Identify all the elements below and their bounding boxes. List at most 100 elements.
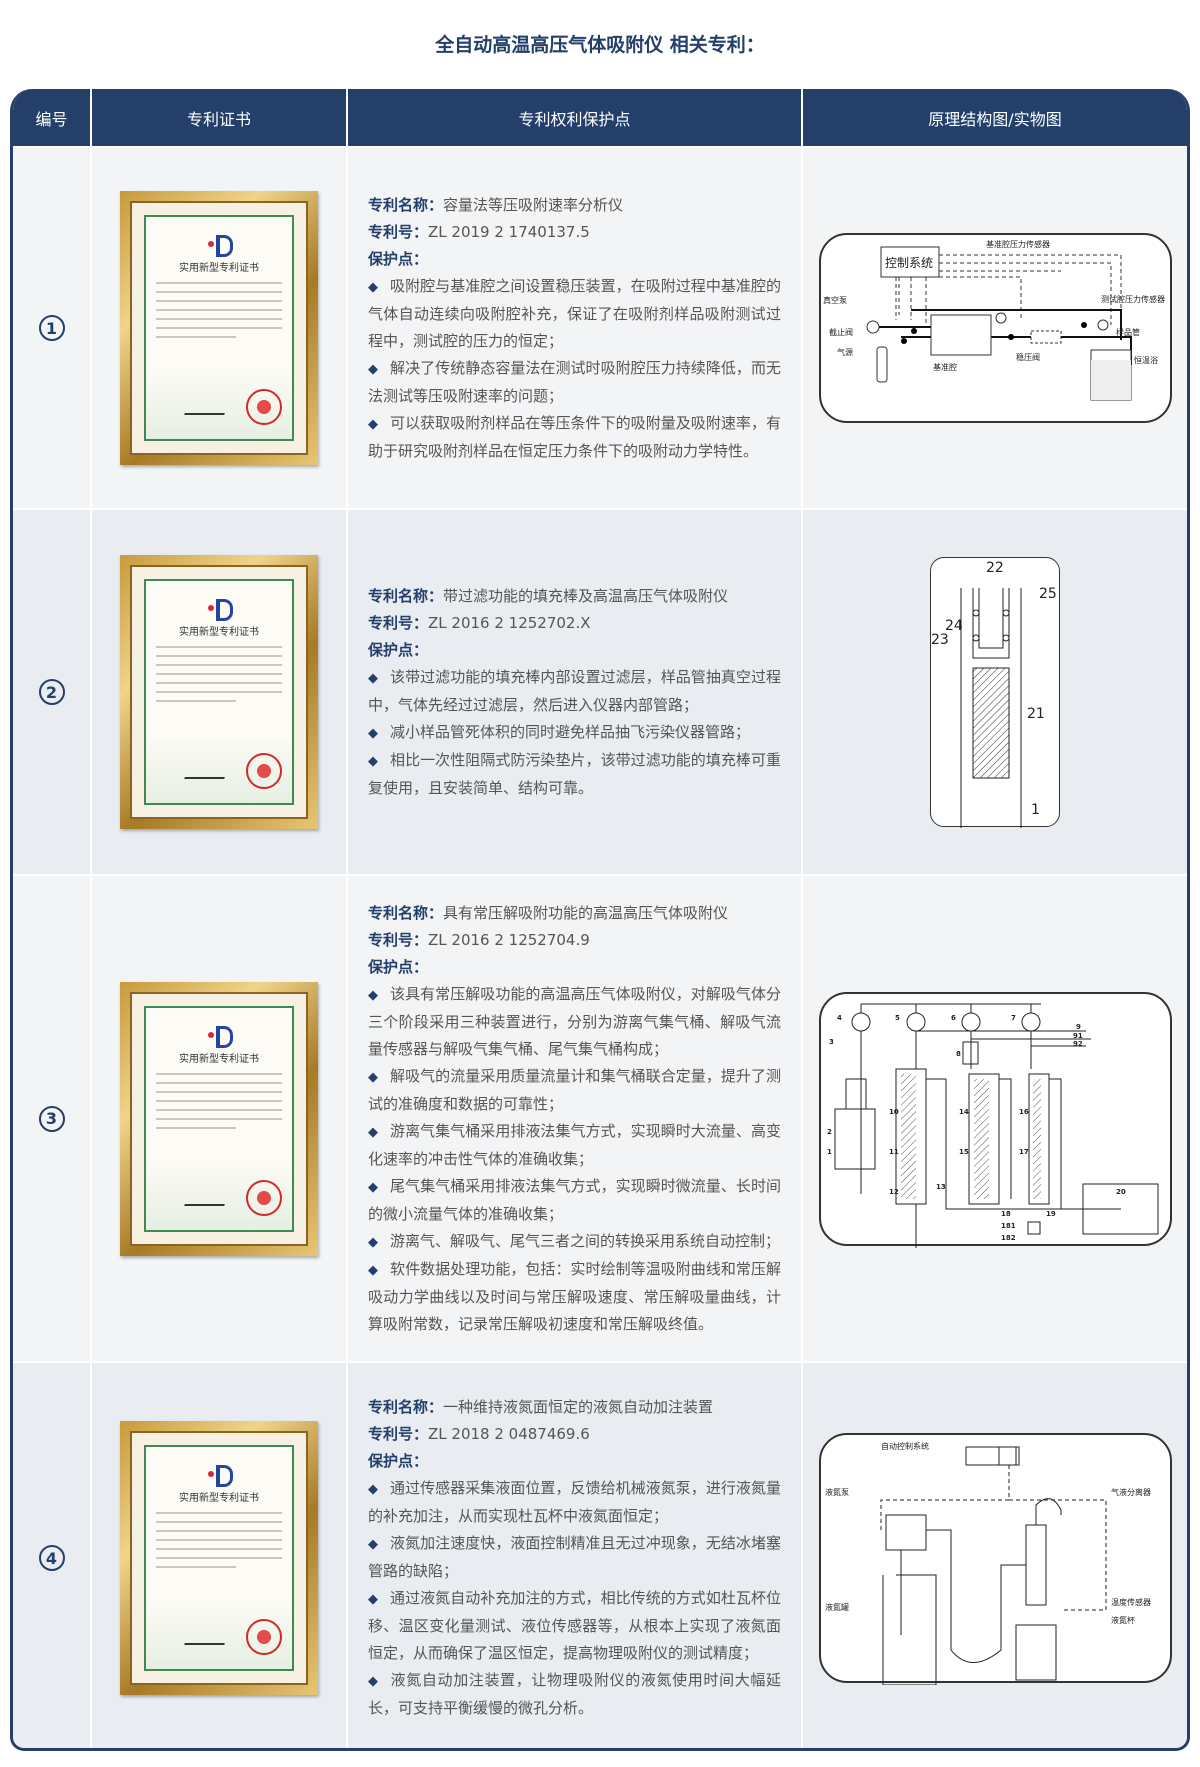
certificate-title: 实用新型专利证书 <box>179 1493 259 1504</box>
svg-text:12: 12 <box>889 1188 899 1196</box>
points-label: 保护点： <box>368 249 429 268</box>
points-label: 保护点： <box>368 1452 429 1470</box>
svg-text:25: 25 <box>1039 586 1057 602</box>
protection-point: ◆液氮加注速度快，液面控制精准且无过冲现象，无结冰堵塞管路的缺陷； <box>368 1530 781 1585</box>
certificate-cell: 实用新型专利证书 <box>92 510 348 874</box>
protection-point: ◆解吸气的流量采用质量流量计和集气桶联合定量，提升了测试的准确度和数据的可靠性； <box>368 1063 781 1118</box>
svg-text:3: 3 <box>829 1038 834 1046</box>
protection-cell: 专利名称：具有常压解吸附功能的高温高压气体吸附仪 专利号：ZL 2016 2 1… <box>348 876 803 1361</box>
seal-icon <box>246 1619 282 1655</box>
protection-point: ◆液氮自动加注装置，让物理吸附仪的液氮使用时间大幅延长，可支持平衡缓慢的微孔分析… <box>368 1667 781 1722</box>
seal-icon <box>246 1179 282 1216</box>
svg-text:91: 91 <box>1073 1032 1083 1040</box>
name-label: 专利名称： <box>368 903 444 922</box>
svg-text:92: 92 <box>1073 1040 1083 1048</box>
svg-text:液氮杯: 液氮杯 <box>1111 1615 1135 1625</box>
cnipa-logo-icon <box>208 1024 233 1048</box>
patent-index: 1 <box>38 315 65 341</box>
protection-point-text: 解吸气的流量采用质量流量计和集气桶联合定量，提升了测试的准确度和数据的可靠性； <box>368 1066 781 1113</box>
signature <box>184 405 228 415</box>
protection-point: ◆软件数据处理功能，包括：实时绘制等温吸附曲线和常压解吸动力学曲线以及时间与常压… <box>368 1256 781 1338</box>
svg-text:6: 6 <box>951 1014 956 1022</box>
svg-text:18: 18 <box>1001 1210 1011 1218</box>
bullet-diamond-icon: ◆ <box>368 1124 379 1140</box>
bullet-diamond-icon: ◆ <box>368 1179 379 1195</box>
svg-text:气液分离器: 气液分离器 <box>1111 1487 1151 1497</box>
svg-text:10: 10 <box>889 1108 899 1116</box>
bullet-diamond-icon: ◆ <box>368 1069 379 1085</box>
points-label: 保护点： <box>368 957 429 976</box>
svg-text:4: 4 <box>837 1014 842 1022</box>
protection-point-text: 减小样品管死体积的同时避免样品抽飞污染仪器管路； <box>390 722 751 741</box>
svg-text:自动控制系统: 自动控制系统 <box>881 1441 929 1451</box>
bullet-diamond-icon: ◆ <box>368 416 379 432</box>
diagram-volumetric-analyzer: 控制系统 基准腔压力传感器 真空泵 截止阀 气源 基准腔 稳压阀 测试腔压力传感… <box>818 233 1172 423</box>
svg-text:8: 8 <box>956 1050 961 1058</box>
diagram-cell: 控制系统 基准腔压力传感器 真空泵 截止阀 气源 基准腔 稳压阀 测试腔压力传感… <box>803 148 1187 508</box>
protection-point: ◆尾气集气桶采用排液法集气方式，实现瞬时微流量、长时间的微小流量气体的准确收集； <box>368 1173 781 1228</box>
svg-text:9: 9 <box>1076 1023 1081 1031</box>
table-row: 3 实用新型专利证书 专利名称：具有常压解吸附功能的高温高压气体吸附仪 专利号：… <box>13 874 1187 1361</box>
bullet-diamond-icon: ◆ <box>368 1592 379 1607</box>
bullet-diamond-icon: ◆ <box>368 1537 379 1552</box>
svg-text:2: 2 <box>827 1128 832 1136</box>
protection-cell: 专利名称：带过滤功能的填充棒及高温高压气体吸附仪 专利号：ZL 2016 2 1… <box>348 510 803 874</box>
protection-point: ◆吸附腔与基准腔之间设置稳压装置，在吸附过程中基准腔的气体自动连续向吸附腔补充，… <box>368 273 781 355</box>
svg-text:7: 7 <box>1011 1014 1016 1022</box>
svg-text:控制系统: 控制系统 <box>885 256 933 270</box>
svg-text:样品管: 样品管 <box>1116 327 1140 337</box>
patent-index: 4 <box>38 1545 65 1571</box>
index-cell: 3 <box>13 876 92 1361</box>
diagram-cell: 自动控制系统 液氮泵 气液分离器 液氮罐 温度传感器 液氮杯 <box>803 1363 1187 1748</box>
table-header: 编号 专利证书 专利权利保护点 原理结构图/实物图 <box>13 89 1187 146</box>
protection-point-text: 该具有常压解吸功能的高温高压气体吸附仪，对解吸气体分三个阶段采用三种装置进行，分… <box>368 984 781 1058</box>
protection-cell: 专利名称：容量法等压吸附速率分析仪 专利号：ZL 2019 2 1740137.… <box>348 148 803 508</box>
bullet-diamond-icon: ◆ <box>368 753 379 769</box>
protection-cell: 专利名称：一种维持液氮面恒定的液氮自动加注装置 专利号：ZL 2018 2 04… <box>348 1363 803 1748</box>
svg-text:181: 181 <box>1001 1222 1016 1230</box>
diagram-filter-rod: 22 25 24 23 21 1 <box>930 557 1060 828</box>
patent-number: ZL 2016 2 1252702.X <box>428 613 591 632</box>
svg-text:21: 21 <box>1027 706 1045 722</box>
protection-point: ◆减小样品管死体积的同时避免样品抽飞污染仪器管路； <box>368 719 781 747</box>
svg-text:23: 23 <box>931 632 949 648</box>
header-diagram: 原理结构图/实物图 <box>928 109 1062 129</box>
protection-point-text: 解决了传统静态容量法在测试时吸附腔压力持续降低，而无法测试等压吸附速率的问题； <box>368 358 781 405</box>
protection-point: ◆解决了传统静态容量法在测试时吸附腔压力持续降低，而无法测试等压吸附速率的问题； <box>368 355 781 410</box>
patent-number: ZL 2018 2 0487469.6 <box>428 1425 590 1443</box>
certificate-title: 实用新型专利证书 <box>179 1053 259 1065</box>
name-label: 专利名称： <box>368 195 444 214</box>
patent-name: 具有常压解吸附功能的高温高压气体吸附仪 <box>443 903 729 922</box>
diagram-cell: 22 25 24 23 21 1 <box>803 510 1187 874</box>
svg-text:基准腔压力传感器: 基准腔压力传感器 <box>986 239 1050 249</box>
seal-icon <box>246 389 282 425</box>
patent-table: 编号 专利证书 专利权利保护点 原理结构图/实物图 1 实用新型专利证书 专利名… <box>10 89 1190 1751</box>
svg-text:14: 14 <box>959 1108 969 1116</box>
patent-name: 容量法等压吸附速率分析仪 <box>443 195 624 214</box>
svg-text:气源: 气源 <box>837 347 853 357</box>
number-label: 专利号： <box>368 1425 429 1443</box>
svg-text:测试腔压力传感器: 测试腔压力传感器 <box>1101 294 1165 304</box>
bullet-diamond-icon: ◆ <box>368 279 379 295</box>
svg-text:19: 19 <box>1046 1210 1056 1218</box>
svg-text:稳压阀: 稳压阀 <box>1016 352 1040 362</box>
protection-point-text: 液氮自动加注装置，让物理吸附仪的液氮使用时间大幅延长，可支持平衡缓慢的微孔分析。 <box>368 1671 781 1717</box>
certificate-cell: 实用新型专利证书 <box>92 148 348 508</box>
svg-text:5: 5 <box>895 1014 900 1022</box>
certificate-image: 实用新型专利证书 <box>120 191 318 465</box>
svg-text:温度传感器: 温度传感器 <box>1111 1597 1151 1607</box>
protection-point: ◆游离气集气桶采用排液法集气方式，实现瞬时大流量、高变化速率的冲击性气体的准确收… <box>368 1118 781 1173</box>
svg-text:17: 17 <box>1019 1148 1029 1156</box>
patent-index: 2 <box>38 679 65 705</box>
certificate-image: 实用新型专利证书 <box>120 1421 318 1695</box>
header-protection-points: 专利权利保护点 <box>348 89 803 146</box>
svg-text:16: 16 <box>1019 1108 1029 1116</box>
protection-point: ◆游离气、解吸气、尾气三者之间的转换采用系统自动控制； <box>368 1228 781 1256</box>
protection-point-text: 游离气集气桶采用排液法集气方式，实现瞬时大流量、高变化速率的冲击性气体的准确收集… <box>368 1121 781 1168</box>
protection-point: ◆通过液氮自动补充加注的方式，相比传统的方式如杜瓦杯位移、温区变化量测试、液位传… <box>368 1585 781 1667</box>
table-row: 1 实用新型专利证书 专利名称：容量法等压吸附速率分析仪 专利号：ZL 2019… <box>13 146 1187 508</box>
patent-name: 一种维持液氮面恒定的液氮自动加注装置 <box>443 1398 714 1416</box>
bullet-diamond-icon: ◆ <box>368 1674 379 1689</box>
